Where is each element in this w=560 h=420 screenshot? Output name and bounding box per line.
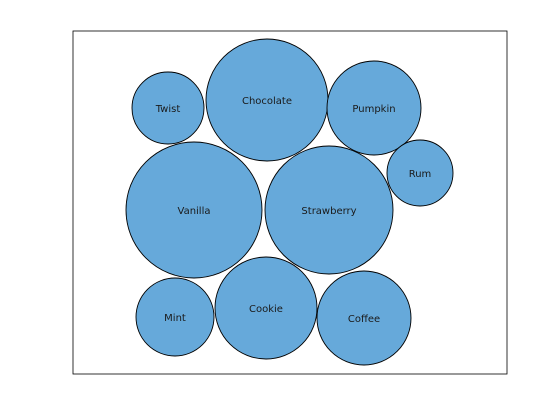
- bubbles-group: [125, 38, 454, 366]
- bubble-cookie: [214, 256, 318, 360]
- bubble-vanilla: [125, 141, 263, 279]
- bubble-rum: [386, 139, 454, 207]
- bubble-label-pumpkin: Pumpkin: [352, 104, 395, 115]
- bubble-label-vanilla: Vanilla: [178, 206, 211, 217]
- bubble-coffee: [316, 270, 412, 366]
- bubble-strawberry: [264, 145, 394, 275]
- bubble-label-rum: Rum: [409, 169, 432, 180]
- bubble-label-cookie: Cookie: [249, 304, 283, 315]
- bubble-label-strawberry: Strawberry: [301, 206, 356, 217]
- bubble-twist: [131, 71, 205, 145]
- bubble-mint: [135, 277, 215, 357]
- bubble-label-twist: Twist: [155, 104, 181, 115]
- bubble-pumpkin: [326, 60, 422, 156]
- bubble-label-mint: Mint: [164, 313, 186, 324]
- bubble-label-coffee: Coffee: [348, 314, 380, 325]
- bubble-label-chocolate: Chocolate: [242, 96, 292, 107]
